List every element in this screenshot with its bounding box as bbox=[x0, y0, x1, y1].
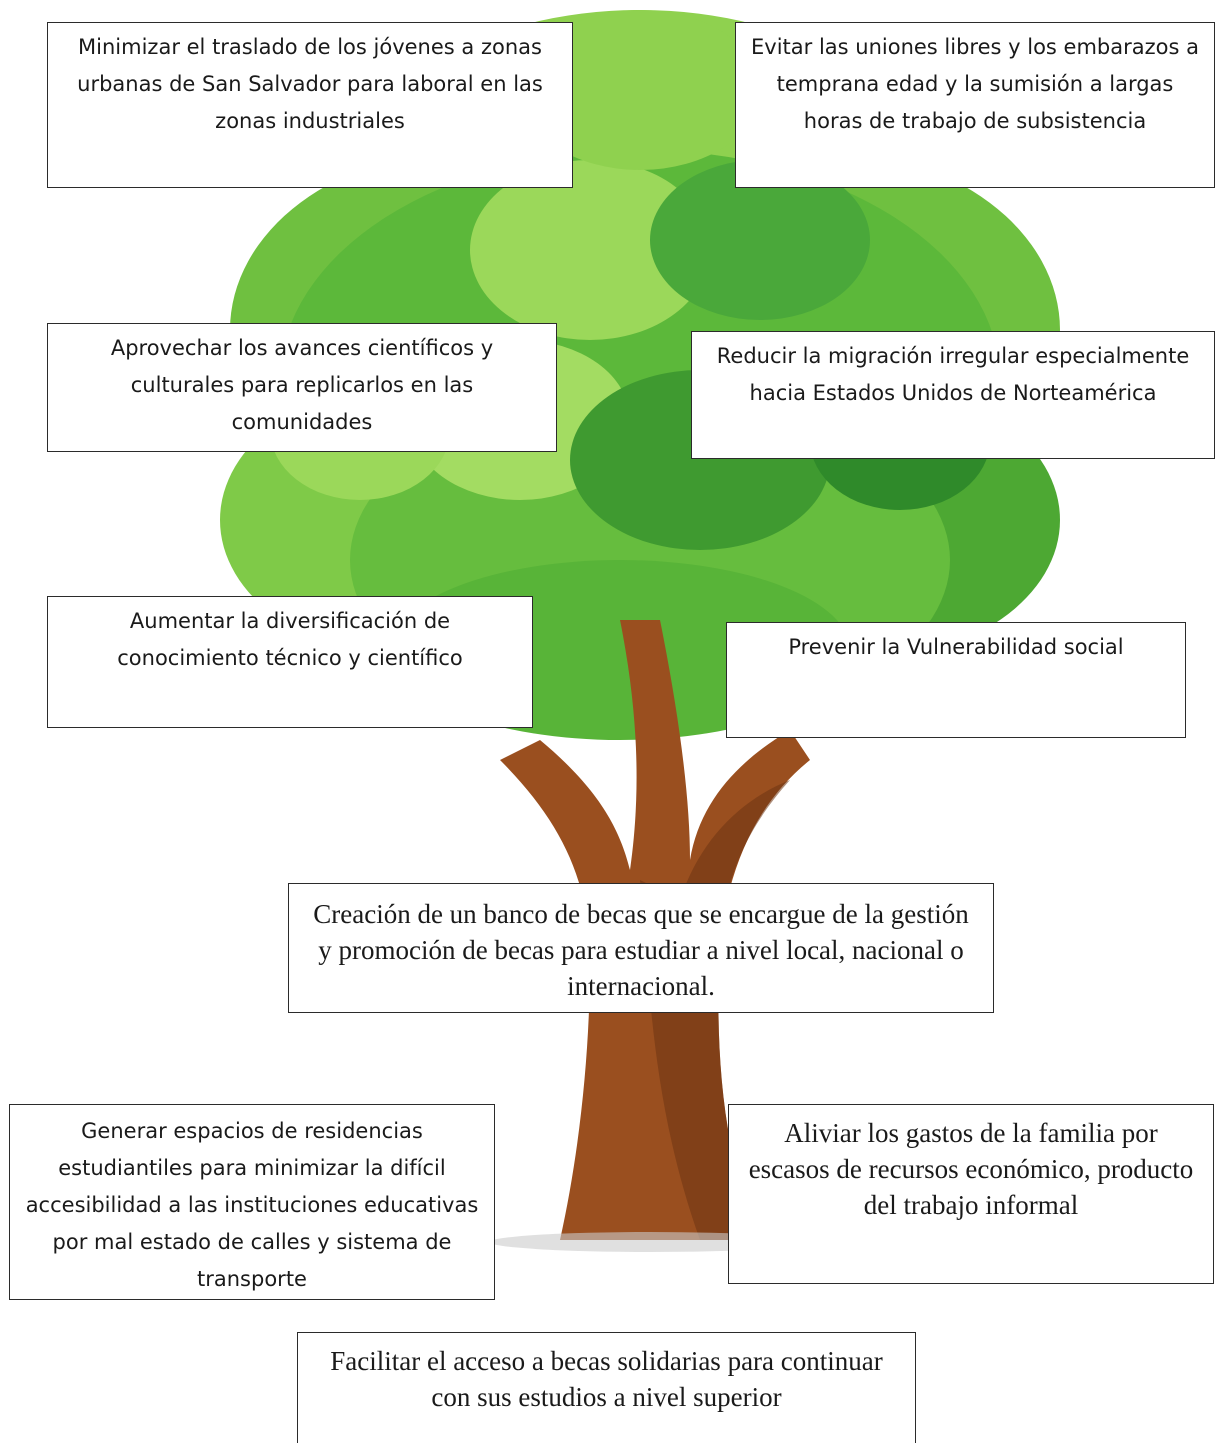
effect-text-5: Aumentar la diversificación de conocimie… bbox=[117, 609, 463, 670]
effect-text-1: Minimizar el traslado de los jóvenes a z… bbox=[77, 35, 543, 133]
central-problem-box: Creación de un banco de becas que se enc… bbox=[288, 883, 994, 1013]
effect-text-3: Aprovechar los avances científicos y cul… bbox=[110, 336, 494, 434]
effect-box-3: Aprovechar los avances científicos y cul… bbox=[47, 323, 557, 452]
effect-box-1: Minimizar el traslado de los jóvenes a z… bbox=[47, 22, 573, 188]
effect-box-5: Aumentar la diversificación de conocimie… bbox=[47, 596, 533, 728]
root-text-3: Facilitar el acceso a becas solidarias p… bbox=[330, 1346, 883, 1412]
root-text-1: Generar espacios de residencias estudian… bbox=[25, 1119, 479, 1291]
root-box-2: Aliviar los gastos de la familia por esc… bbox=[728, 1104, 1214, 1284]
effect-box-4: Reducir la migración irregular especialm… bbox=[691, 331, 1215, 459]
central-problem-text: Creación de un banco de becas que se enc… bbox=[313, 899, 969, 1001]
effect-box-6: Prevenir la Vulnerabilidad social bbox=[726, 622, 1186, 738]
effect-text-4: Reducir la migración irregular especialm… bbox=[716, 344, 1190, 405]
effect-box-2: Evitar las uniones libres y los embarazo… bbox=[735, 22, 1215, 188]
root-box-1: Generar espacios de residencias estudian… bbox=[9, 1104, 495, 1300]
effect-text-6: Prevenir la Vulnerabilidad social bbox=[788, 635, 1124, 659]
root-text-2: Aliviar los gastos de la familia por esc… bbox=[748, 1118, 1194, 1220]
root-box-3: Facilitar el acceso a becas solidarias p… bbox=[297, 1332, 916, 1443]
effect-text-2: Evitar las uniones libres y los embarazo… bbox=[751, 35, 1199, 133]
